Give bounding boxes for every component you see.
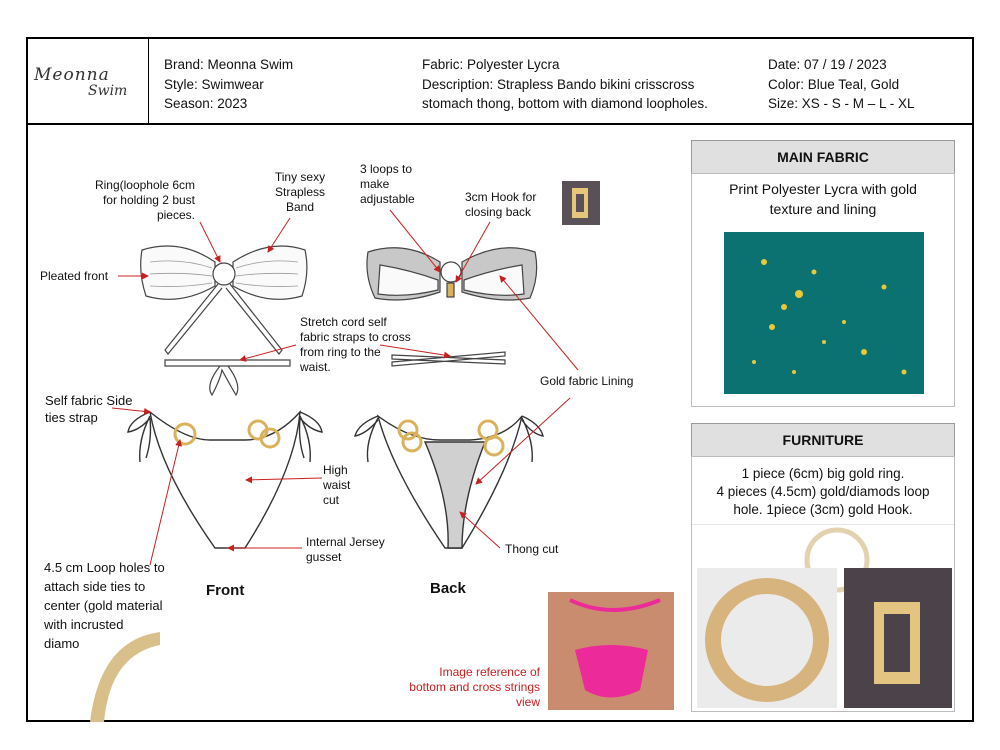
main-fabric-title: MAIN FABRIC bbox=[691, 140, 955, 174]
waist-note: High waist cut bbox=[323, 463, 350, 508]
front-view-label: Front bbox=[206, 582, 245, 599]
date-field: Date: 07 / 19 / 2023 bbox=[768, 57, 887, 72]
ring-note-3: pieces. bbox=[156, 208, 195, 222]
stretch-note-3: from ring to the bbox=[300, 345, 381, 359]
loops-note-2: make bbox=[360, 177, 390, 191]
description-line-2: stomach thong, bottom with diamond looph… bbox=[422, 96, 708, 111]
teal-fabric-swatch bbox=[724, 232, 924, 394]
furniture-title: FURNITURE bbox=[691, 423, 955, 457]
ring-note: Ring(loophole 6cm for holding 2 bust pie… bbox=[60, 178, 195, 223]
band-note: Tiny sexy Strapless Band bbox=[272, 170, 328, 215]
gusset-note-2: gusset bbox=[306, 550, 342, 564]
main-fabric-line-1: Print Polyester Lycra with gold bbox=[729, 181, 917, 197]
ref-caption-1: Image reference of bbox=[439, 665, 540, 679]
loopholes-note-3: center (gold material bbox=[44, 598, 163, 613]
color-field: Color: Blue Teal, Gold bbox=[768, 76, 900, 92]
loopholes-note-1: 4.5 cm Loop holes to bbox=[44, 560, 165, 575]
ties-note-1: Self fabric Side bbox=[45, 393, 133, 408]
hook-note-2: closing back bbox=[465, 205, 532, 219]
ref-caption-2: bottom and cross strings bbox=[409, 680, 540, 694]
stretch-cord-note: Stretch cord self fabric straps to cross… bbox=[300, 315, 411, 375]
ring-note-2: for holding 2 bust bbox=[102, 193, 195, 207]
callout-arrows bbox=[111, 209, 579, 566]
furniture-line-2: 4 pieces (4.5cm) gold/diamods loop bbox=[716, 484, 930, 499]
band-note-1: Tiny sexy bbox=[274, 170, 326, 184]
brand-field: Brand: Meonna Swim bbox=[164, 57, 294, 72]
logo-word-2: Swim bbox=[88, 83, 128, 99]
back-view-label: Back bbox=[430, 580, 466, 597]
front-top-sketch bbox=[140, 245, 308, 397]
loops-note-3: adjustable bbox=[360, 192, 415, 206]
spec-sheet-frame: Meonna Swim Brand: Meonna Swim Style: Sw… bbox=[26, 37, 974, 722]
loopholes-note-5: diamo bbox=[44, 636, 80, 651]
band-note-2: Strapless bbox=[274, 185, 326, 199]
back-top-sketch bbox=[366, 247, 538, 367]
main-fabric-line-2: texture and lining bbox=[769, 201, 877, 217]
loopholes-note-4: with incrusted bbox=[44, 617, 124, 632]
fabric-field: Fabric: Polyester Lycra bbox=[422, 57, 560, 72]
season-field: Season: 2023 bbox=[164, 96, 248, 111]
hook-note: 3cm Hook for closing back bbox=[465, 190, 536, 220]
header: Meonna Swim Brand: Meonna Swim Style: Sw… bbox=[28, 39, 972, 125]
header-col-1: Brand: Meonna Swim Style: Swimwear Seaso… bbox=[164, 55, 293, 114]
gusset-note-1: Internal Jersey bbox=[306, 535, 385, 549]
diamond-ring-photo bbox=[90, 632, 160, 722]
loops-note-1: 3 loops to bbox=[360, 162, 413, 176]
header-col-3: Date: 07 / 19 / 2023 Color: Blue Teal, G… bbox=[768, 55, 915, 114]
hook-note-1: 3cm Hook for bbox=[465, 190, 537, 204]
lining-note: Gold fabric Lining bbox=[540, 374, 634, 388]
description-line-1: Description: Strapless Bando bikini cris… bbox=[422, 76, 695, 92]
ties-note-2: ties strap bbox=[45, 410, 98, 425]
waist-note-1: High bbox=[323, 463, 348, 477]
style-field: Style: Swimwear bbox=[164, 76, 264, 92]
thong-note: Thong cut bbox=[505, 542, 559, 556]
hardware-photos bbox=[692, 524, 954, 708]
loopholes-note-2: attach side ties to bbox=[44, 579, 146, 594]
furniture-line-1: 1 piece (6cm) big gold ring. bbox=[741, 466, 905, 481]
band-note-3: Band bbox=[285, 200, 315, 214]
hook-thumbnail bbox=[562, 181, 600, 225]
loopholes-note: 4.5 cm Loop holes to attach side ties to… bbox=[44, 558, 165, 653]
ring-note-1: Ring(loophole 6cm bbox=[94, 178, 195, 192]
waist-note-2: waist bbox=[323, 478, 351, 492]
brand-logo: Meonna Swim bbox=[28, 39, 149, 123]
stretch-note-1: Stretch cord self bbox=[300, 315, 387, 329]
furniture-panel: 1 piece (6cm) big gold ring. 4 pieces (4… bbox=[691, 456, 955, 712]
furniture-line-3: hole. 1piece (3cm) gold Hook. bbox=[733, 502, 913, 517]
ref-caption-3: view bbox=[515, 695, 540, 709]
main-fabric-panel: Print Polyester Lycra with gold texture … bbox=[691, 173, 955, 407]
gusset-note: Internal Jersey gusset bbox=[306, 535, 385, 565]
side-ties-note: Self fabric Side ties strap bbox=[45, 392, 132, 426]
size-field: Size: XS - S - M – L - XL bbox=[768, 96, 915, 111]
back-bottom-sketch bbox=[354, 414, 544, 549]
stretch-note-2: fabric straps to cross bbox=[300, 330, 411, 344]
reference-caption: Image reference of bottom and cross stri… bbox=[395, 665, 540, 710]
pleated-note: Pleated front bbox=[40, 269, 109, 283]
header-col-2: Fabric: Polyester Lycra Description: Str… bbox=[422, 55, 708, 114]
loops-note: 3 loops to make adjustable bbox=[360, 162, 415, 207]
stretch-note-4: waist. bbox=[300, 360, 331, 374]
waist-note-3: cut bbox=[323, 493, 340, 507]
front-bottom-sketch bbox=[127, 409, 323, 549]
logo-word-1: Meonna bbox=[34, 65, 110, 85]
